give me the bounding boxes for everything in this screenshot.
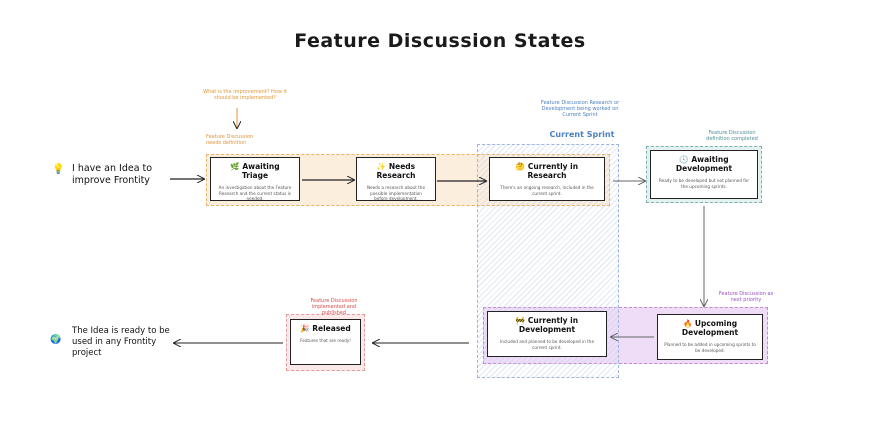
state-description: Planned to be added in upcoming sprints … (664, 342, 756, 353)
state-title: Needs Research (376, 162, 416, 180)
needs-definition-note: Feature Discussion needs definition (206, 134, 254, 146)
state-released: 🎉 Released Features that are ready! (290, 319, 361, 365)
state-title: Awaiting Triage (241, 162, 280, 180)
party-icon: 🎉 (300, 324, 310, 333)
state-description: There's an ongoing research, included in… (500, 185, 594, 196)
state-awaiting-development: 🕓 Awaiting Development Ready to be devel… (650, 150, 758, 199)
research-dev-note: Feature Discussion Research or Developme… (540, 100, 620, 118)
state-description: Ready to be developed but not planned fo… (658, 178, 750, 189)
lightbulb-icon: 💡 (52, 164, 65, 175)
state-currently-research: 🤔 Currently in Research There's an ongoi… (489, 157, 605, 201)
implemented-note: Feature Discussion implemented and publi… (310, 298, 358, 316)
idea-text: I have an Idea to improve Frontity (72, 163, 153, 186)
state-title: Currently in Development (518, 316, 579, 334)
definition-completed-note: Feature Discussion definition completed (706, 130, 758, 142)
state-currently-development: 🚧 Currently in Development Included and … (487, 311, 607, 357)
clock-icon: 🕓 (679, 155, 689, 164)
current-sprint-label: Current Sprint (549, 130, 615, 139)
state-title: Awaiting Development (675, 155, 733, 173)
globe-icon: 🌍 (50, 335, 62, 345)
construction-icon: 🚧 (515, 316, 526, 325)
state-title: Currently in Research (527, 162, 579, 180)
state-description: An investigation about the Feature Resea… (218, 185, 292, 201)
end-text: The Idea is ready to be used in any Fron… (72, 326, 170, 358)
state-needs-research: ✨ Needs Research Needs a research about … (356, 157, 436, 201)
sparkle-icon: ✨ (376, 162, 387, 171)
state-description: Included and planned to be developed in … (499, 339, 595, 350)
state-title: Released (312, 324, 351, 333)
thinking-face-icon: 🤔 (515, 162, 526, 171)
fire-icon: 🔥 (682, 319, 693, 328)
state-upcoming-development: 🔥 Upcoming Development Planned to be add… (657, 314, 763, 360)
state-title: Upcoming Development (681, 319, 739, 337)
next-priority-note: Feature Discussion as next priority (718, 291, 774, 303)
state-description: Needs a research about the possible impl… (366, 185, 426, 201)
state-description: Features that are ready! (300, 338, 351, 343)
diagram-title: Feature Discussion States (294, 30, 586, 52)
state-awaiting-triage: 🌿 Awaiting Triage An investigation about… (210, 157, 300, 201)
question-note: What is the improvement? How it should b… (203, 89, 287, 101)
leaf-icon: 🌿 (230, 162, 240, 171)
